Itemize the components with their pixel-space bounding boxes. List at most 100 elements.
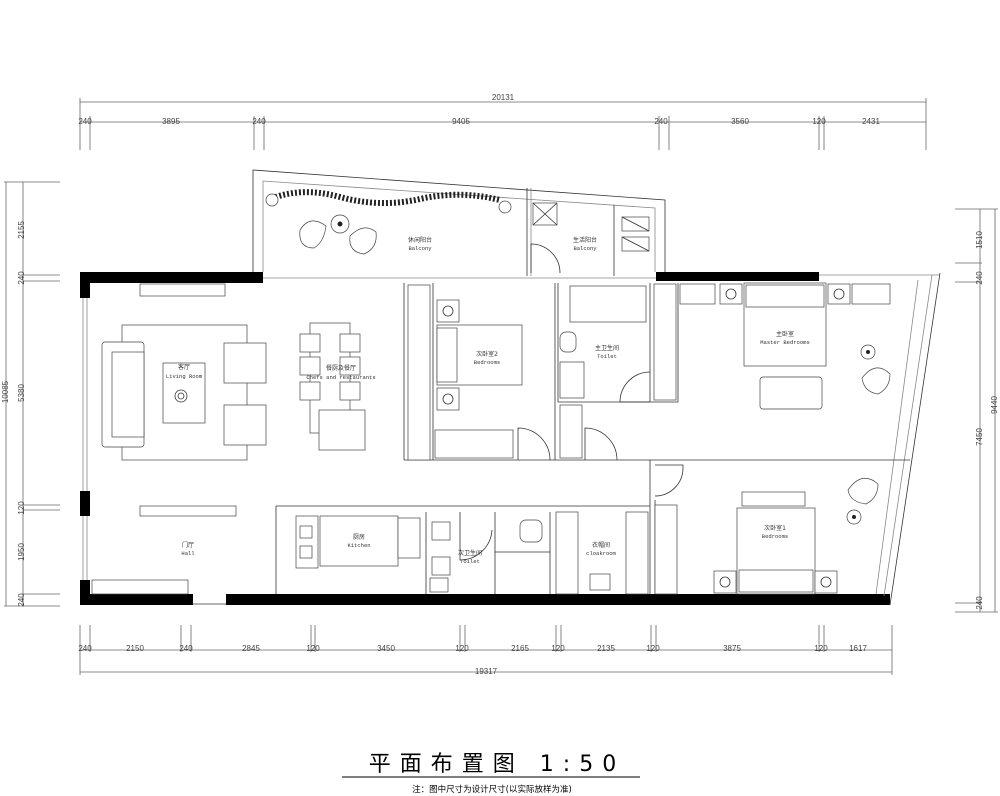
room-labels: 休闲阳台 Balcony 生活阳台 Balcony 客厅 Living Room… (166, 236, 810, 565)
dim-label: 2150 (126, 644, 144, 653)
dim-label: 120 (814, 644, 828, 653)
stove (295, 515, 319, 569)
desk (434, 429, 514, 459)
dim-label: 2431 (862, 117, 880, 126)
room-label-cn: 生活阳台 (573, 236, 597, 244)
dim-top-total: 20131 (492, 93, 515, 102)
dim-label: 2845 (242, 644, 260, 653)
lounge-chair (861, 367, 891, 395)
wardrobe (653, 283, 677, 401)
coffee-table (162, 362, 206, 424)
drawing-title: 平面布置图 1:50 (369, 752, 625, 777)
room-label-cn: 衣帽间 (592, 541, 610, 549)
room-label-cn: 餐厨及餐厅 (326, 364, 356, 372)
sink (559, 361, 585, 399)
dim-label: 3560 (731, 117, 749, 126)
drawing-note: 注：图中尺寸为设计尺寸(以实际放样为准) (412, 784, 572, 795)
dim-bottom-total: 19317 (475, 667, 498, 676)
room-label-en: Bedrooms (762, 533, 788, 540)
dim-label: 2165 (511, 644, 529, 653)
kitchen-bath-furniture (295, 504, 678, 595)
dim-label: 2155 (17, 221, 26, 239)
dim-label: 240 (78, 644, 92, 653)
lounge-chair (349, 227, 377, 255)
room-label-cn: 次卫生间 (458, 549, 482, 557)
top-dimensions: 20131 240 3895 240 9405 240 3560 120 243… (78, 93, 927, 150)
toilet (519, 519, 543, 543)
bathtub (569, 285, 647, 323)
wardrobe (407, 284, 431, 461)
room-label-cn: 厨房 (353, 533, 365, 541)
dim-label: 240 (78, 117, 92, 126)
right-dimensions: 1510 240 7450 240 9440 (955, 208, 999, 613)
dim-label: 240 (975, 596, 984, 610)
loveseat (759, 376, 823, 410)
balcony-area (252, 169, 666, 276)
dim-label: 120 (812, 117, 826, 126)
interior-walls (275, 283, 910, 594)
room-label-en: Living Room (166, 373, 203, 380)
room-label-cn: 主卧室 (776, 330, 794, 338)
dim-label: 120 (551, 644, 565, 653)
dim-left-total: 10085 (1, 380, 10, 403)
room-label-en: Bedrooms (474, 359, 500, 366)
toilet (559, 331, 577, 353)
dim-label: 7450 (975, 428, 984, 446)
bedroom-1-furniture (713, 477, 879, 595)
dim-label: 1950 (17, 543, 26, 561)
kitchen-sink (397, 517, 421, 559)
dim-label: 240 (179, 644, 193, 653)
room-label-en: cloakroom (586, 550, 616, 557)
master-bedroom-furniture (679, 282, 891, 410)
tv-cabinet (139, 283, 226, 297)
dim-label: 120 (17, 501, 26, 515)
kitchen-island (318, 409, 366, 451)
room-label-en: Toilet (460, 558, 480, 565)
dim-label: 120 (306, 644, 320, 653)
exterior-walls (80, 272, 941, 606)
dim-label: 1617 (849, 644, 867, 653)
dim-label: 2135 (597, 644, 615, 653)
kitchen-counter (319, 515, 399, 567)
dim-label: 240 (252, 117, 266, 126)
dim-label: 120 (455, 644, 469, 653)
room-label-cn: 次卧室2 (476, 350, 498, 358)
armchair (223, 342, 267, 384)
dim-label: 5380 (17, 384, 26, 402)
room-label-cn: 休闲阳台 (408, 236, 432, 244)
dim-label: 3450 (377, 644, 395, 653)
shoe-cabinet (139, 505, 237, 517)
dim-label: 120 (646, 644, 660, 653)
dim-label: 1510 (975, 231, 984, 249)
room-label-en: Balcony (408, 245, 432, 252)
bottom-dimensions: 240 2150 240 2845 120 3450 120 2165 120 … (78, 625, 893, 676)
lamp-icon (174, 389, 188, 403)
dim-label: 240 (17, 593, 26, 607)
bedroom-2-furniture (407, 284, 523, 461)
living-room-furniture (91, 283, 366, 595)
lounge-chair (299, 220, 327, 249)
room-label-en: Chefs and restaurants (306, 374, 375, 381)
lounge-chair (847, 477, 879, 505)
dim-label: 240 (654, 117, 668, 126)
dim-label: 240 (975, 271, 984, 285)
room-label-en: Master Bedrooms (760, 339, 810, 346)
dim-label: 9405 (452, 117, 470, 126)
room-label-cn: 主卫生间 (595, 344, 619, 352)
room-label-cn: 次卧室1 (764, 524, 786, 532)
dim-right-total: 9440 (990, 396, 999, 414)
room-label-en: Kitchen (347, 542, 370, 549)
room-label-cn: 门厅 (182, 541, 194, 549)
room-label-en: Hall (181, 550, 194, 557)
master-bath-furniture (559, 283, 677, 459)
wardrobe (555, 511, 579, 595)
door-swing (530, 243, 561, 274)
room-label-en: Toilet (597, 353, 617, 360)
room-label-cn: 客厅 (178, 363, 190, 371)
wardrobe (625, 511, 649, 595)
left-dimensions: 10085 2155 240 5380 120 1950 240 (1, 181, 60, 607)
wardrobe (654, 504, 678, 595)
cabinet (559, 404, 583, 459)
dim-label: 240 (17, 271, 26, 285)
